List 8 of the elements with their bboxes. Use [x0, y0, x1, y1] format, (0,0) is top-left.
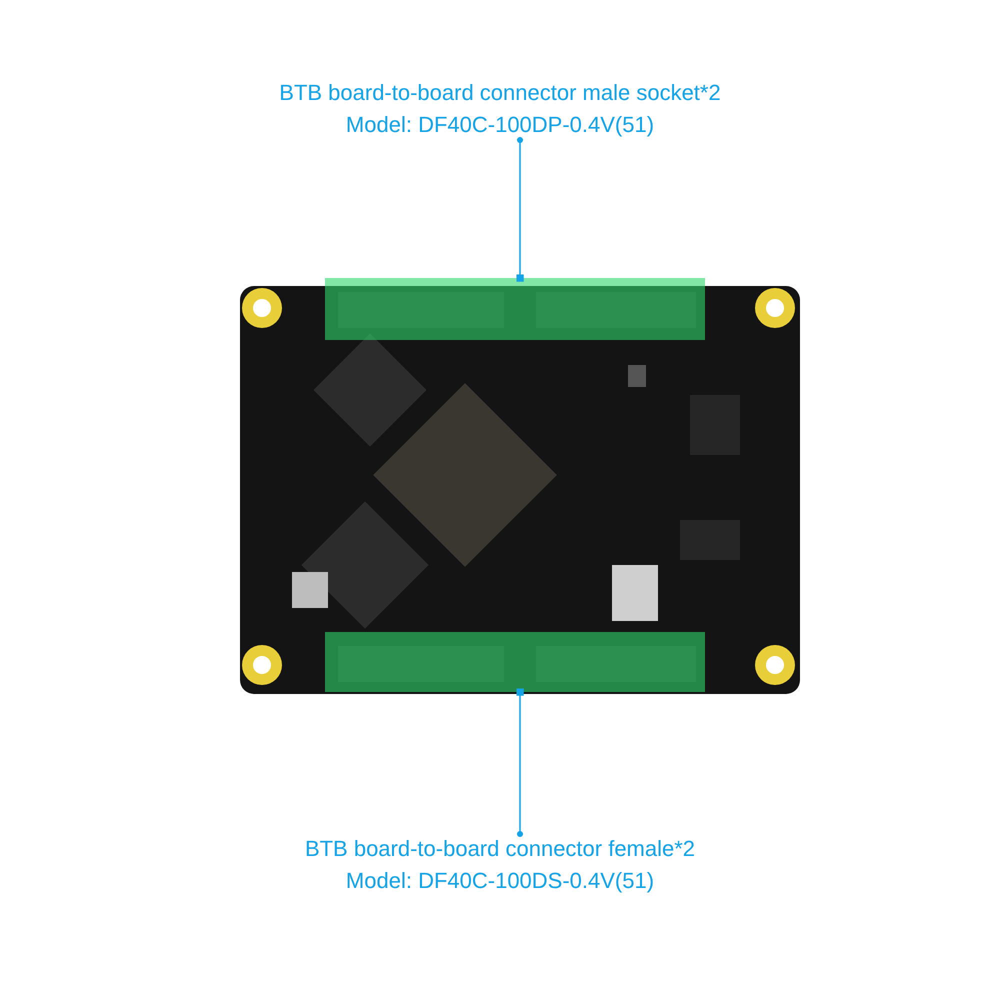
callout-title: BTB board-to-board connector male socket*2	[279, 79, 721, 107]
leader-line	[516, 688, 524, 837]
connector-highlight	[325, 632, 705, 692]
model-number: Model: DF40C-100DS-0.4V(51)	[346, 867, 654, 895]
leader-line	[516, 137, 524, 282]
callout-title: BTB board-to-board connector female*2	[304, 835, 696, 863]
connector-highlight	[325, 278, 705, 340]
model-number: Model: DF40C-100DP-0.4V(51)	[346, 111, 654, 139]
